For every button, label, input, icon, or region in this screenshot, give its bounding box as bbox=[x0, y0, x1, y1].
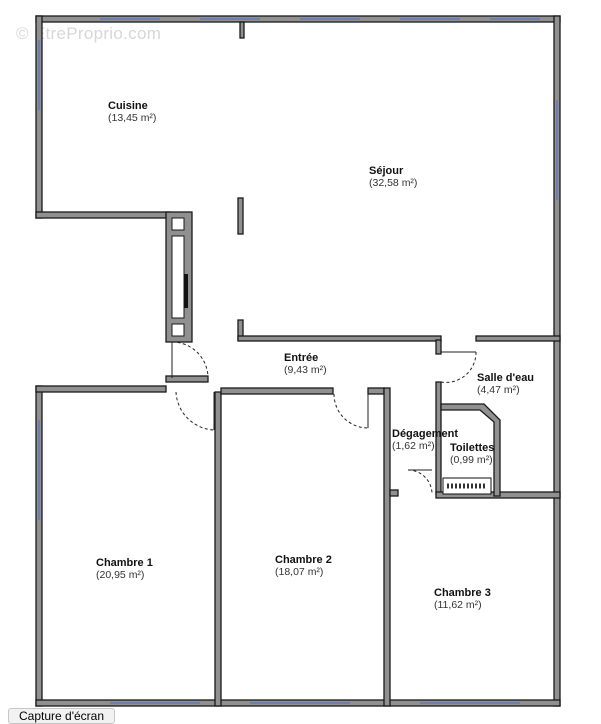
wall-toilet bbox=[440, 403, 501, 497]
interior-walls bbox=[35, 21, 561, 707]
room-area: (9,43 m²) bbox=[284, 364, 327, 376]
room-area: (13,45 m²) bbox=[108, 112, 156, 124]
wall-bath-stub bbox=[435, 339, 442, 355]
room-name: Chambre 1 bbox=[96, 557, 153, 569]
room-area: (20,95 m²) bbox=[96, 569, 144, 581]
room-name: Salle d'eau bbox=[477, 372, 534, 384]
wall-bedroom2-top-right bbox=[367, 387, 385, 395]
wall-kitchen-living-divider bbox=[237, 197, 244, 235]
wall-kitchen-bottom bbox=[35, 211, 171, 219]
room-name: Dégagement bbox=[392, 428, 458, 440]
room-name: Séjour bbox=[369, 165, 404, 177]
room-area: (1,62 m²) bbox=[392, 440, 435, 452]
room-name: Toilettes bbox=[450, 442, 494, 454]
room-name: Chambre 2 bbox=[275, 554, 332, 566]
wall-entry-left bbox=[165, 375, 209, 383]
room-area: (11,62 m²) bbox=[434, 599, 482, 611]
wall-living-bottom-left bbox=[237, 335, 442, 342]
watermark: © EtreProprio.com bbox=[16, 24, 162, 43]
wall-stub-top bbox=[239, 21, 245, 39]
screenshot-caption-tab[interactable]: Capture d'écran bbox=[8, 708, 116, 724]
room-name: Chambre 3 bbox=[434, 587, 491, 599]
room-labels: Cuisine (13,45 m²) Séjour (32,58 m²) Ent… bbox=[96, 100, 534, 611]
windows bbox=[38, 18, 558, 704]
wall-bedroom2-right bbox=[383, 387, 391, 707]
wall-bedroom2-top bbox=[220, 387, 334, 395]
room-area: (4,47 m²) bbox=[477, 384, 520, 396]
wall-passage-bottom-left bbox=[389, 489, 399, 497]
doors bbox=[171, 341, 477, 495]
wall-bedroom1-right bbox=[214, 391, 222, 707]
wall-bedroom1-top bbox=[35, 385, 167, 393]
wall-living-bottom-right bbox=[475, 335, 561, 342]
room-name: Cuisine bbox=[108, 100, 148, 112]
room-area: (0,99 m²) bbox=[450, 454, 493, 466]
room-area: (18,07 m²) bbox=[275, 566, 323, 578]
room-name: Entrée bbox=[284, 352, 318, 364]
room-area: (32,58 m²) bbox=[369, 177, 417, 189]
